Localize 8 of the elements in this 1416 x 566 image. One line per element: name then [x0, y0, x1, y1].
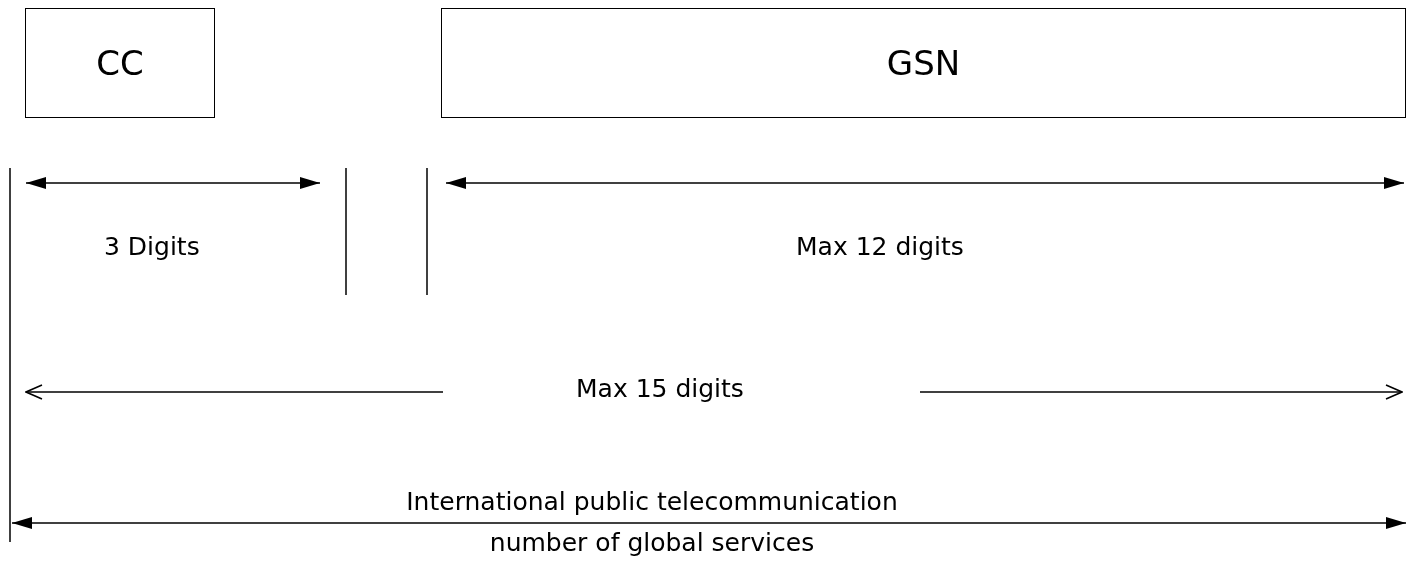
number-description: International public telecommunication number of global services — [405, 486, 899, 559]
field-name: CC — [96, 43, 144, 83]
field-box — [441, 8, 1406, 118]
digit-count-label: Max 12 digits — [796, 232, 964, 261]
digit-count-label: Max 15 digits — [576, 374, 744, 403]
field-box — [25, 8, 215, 118]
digit-count-label: 3 Digits — [104, 232, 200, 261]
field-name: GSN — [886, 43, 961, 83]
